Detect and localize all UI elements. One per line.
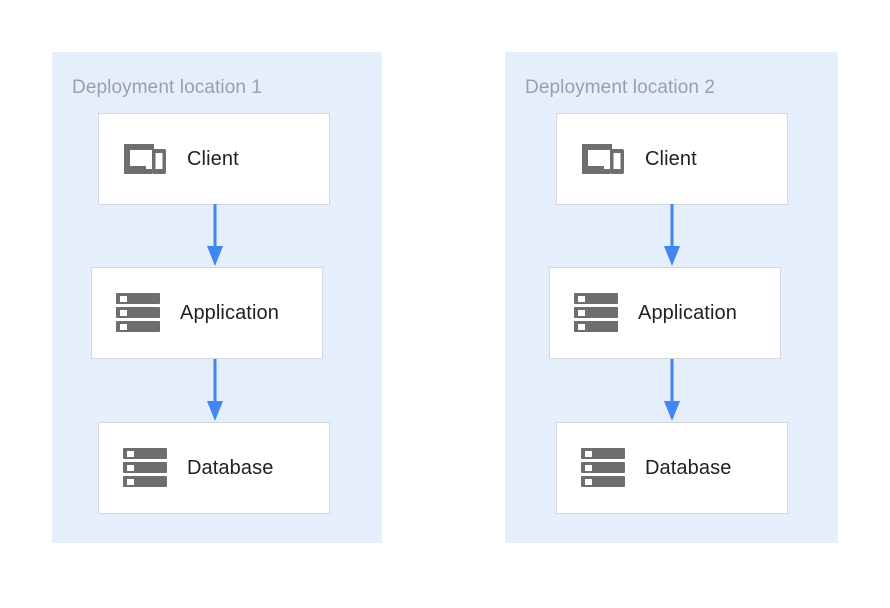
- arrow-application-to-database: [207, 359, 223, 421]
- node-label: Application: [638, 302, 737, 324]
- server-stack-icon: [121, 444, 169, 492]
- node-application[interactable]: Application: [549, 267, 781, 359]
- panel-title: Deployment location 1: [72, 77, 263, 98]
- node-label: Client: [187, 148, 239, 170]
- devices-icon: [121, 135, 169, 183]
- node-client[interactable]: Client: [556, 113, 788, 205]
- panel-title: Deployment location 2: [525, 77, 716, 98]
- server-stack-icon: [579, 444, 627, 492]
- deployment-location-panel-1: Deployment location 1 Client: [52, 52, 382, 543]
- arrow-client-to-application: [207, 204, 223, 266]
- node-label: Application: [180, 302, 279, 324]
- node-label: Client: [645, 148, 697, 170]
- node-database[interactable]: Database: [98, 422, 330, 514]
- arrow-application-to-database: [664, 359, 680, 421]
- node-database[interactable]: Database: [556, 422, 788, 514]
- node-application[interactable]: Application: [91, 267, 323, 359]
- server-stack-icon: [572, 289, 620, 337]
- deployment-location-panel-2: Deployment location 2 Client: [505, 52, 838, 543]
- node-label: Database: [187, 457, 274, 479]
- node-label: Database: [645, 457, 732, 479]
- arrow-client-to-application: [664, 204, 680, 266]
- node-client[interactable]: Client: [98, 113, 330, 205]
- devices-icon: [579, 135, 627, 183]
- server-stack-icon: [114, 289, 162, 337]
